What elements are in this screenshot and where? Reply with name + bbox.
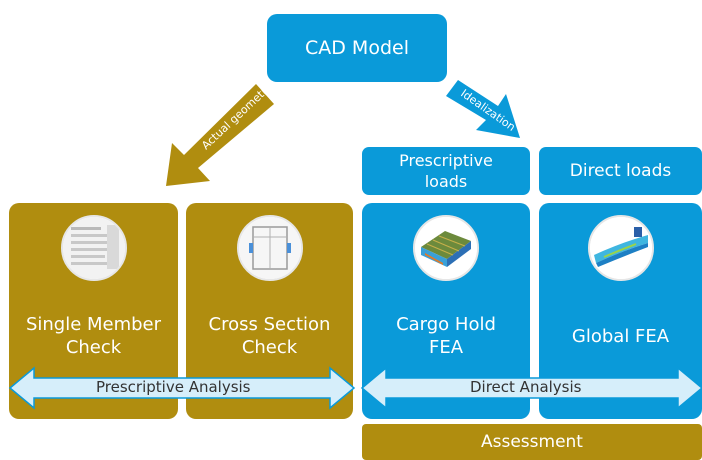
cargo-hold-fea-line1: Cargo Hold [396, 314, 496, 335]
prescriptive-loads-line2: loads [424, 172, 468, 191]
assessment-box: Assessment [362, 424, 702, 460]
global-fea-label: Global FEA [539, 325, 702, 348]
prescriptive-loads-line1: Prescriptive [399, 151, 493, 170]
cad-model-label: CAD Model [305, 37, 409, 59]
cross-section-icon [236, 215, 303, 281]
single-member-check-label: Single Member Check [9, 313, 178, 359]
cargo-hold-fea-label: Cargo Hold FEA [362, 313, 530, 359]
cargo-hold-fea-icon [413, 215, 479, 281]
single-member-check-line2: Check [65, 337, 122, 358]
single-member-check-line1: Single Member [25, 314, 162, 335]
direct-loads-box: Direct loads [539, 147, 702, 195]
cross-section-check-label: Cross Section Check [186, 313, 353, 359]
global-fea-icon [587, 215, 654, 281]
direct-loads-label: Direct loads [569, 161, 672, 181]
actual-geometry-label: Actual geometry [199, 80, 275, 152]
prescriptive-analysis-band [8, 366, 356, 410]
table-screenshot-icon [60, 215, 127, 281]
prescriptive-analysis-label: Prescriptive Analysis [96, 378, 251, 396]
assessment-label: Assessment [481, 432, 583, 452]
direct-analysis-band [360, 366, 702, 410]
cross-section-check-line2: Check [241, 337, 298, 358]
cargo-hold-fea-line2: FEA [428, 337, 464, 358]
actual-geometry-arrow: Actual geometry [166, 80, 275, 186]
direct-analysis-label: Direct Analysis [470, 378, 582, 396]
global-fea-line1: Global FEA [571, 326, 670, 347]
cad-model-box: CAD Model [267, 14, 447, 82]
cross-section-check-line1: Cross Section [208, 314, 331, 335]
idealization-arrow: Idealization [446, 80, 520, 138]
prescriptive-loads-box: Prescriptive loads [362, 147, 530, 195]
